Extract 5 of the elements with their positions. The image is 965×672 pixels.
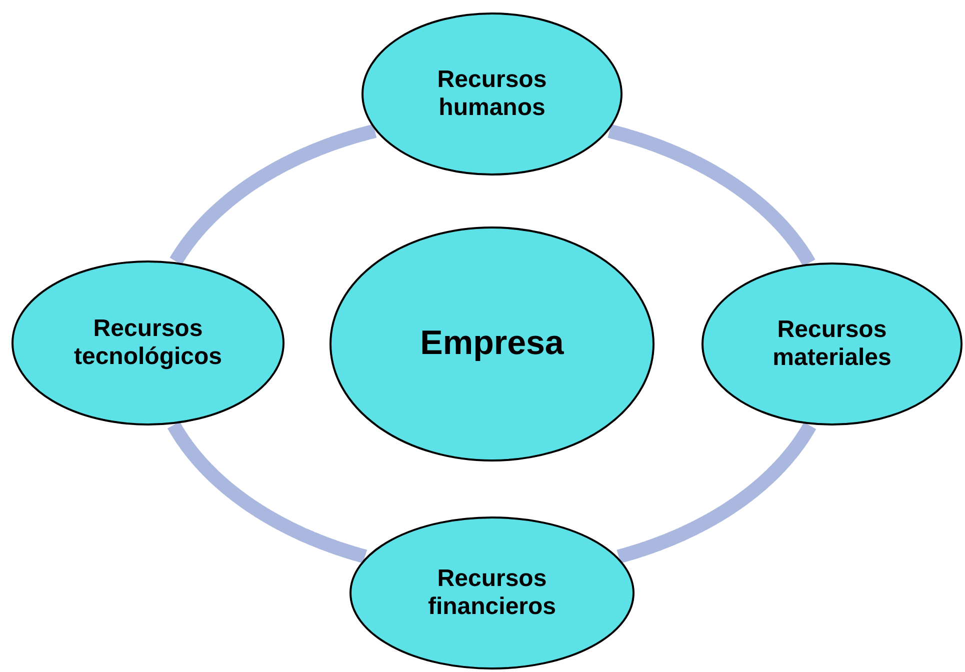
node-label: Recursos tecnológicos <box>72 315 224 371</box>
node-label: Recursos materiales <box>772 316 892 372</box>
node-label: Recursos financieros <box>426 565 558 621</box>
node-label: Recursos humanos <box>436 66 548 122</box>
node-label: Empresa <box>420 324 564 364</box>
